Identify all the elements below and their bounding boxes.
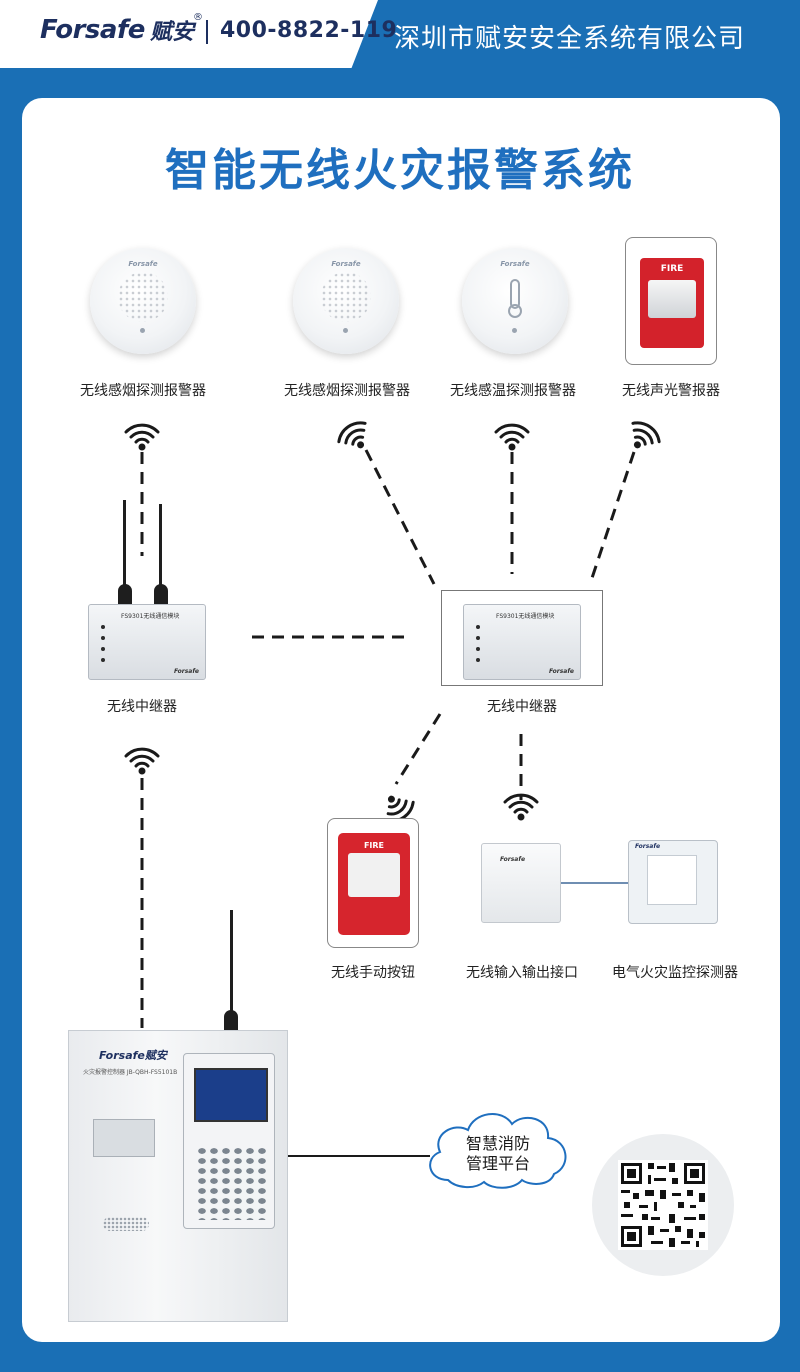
device-brand: Forsafe — [331, 260, 361, 268]
repeater-1-label: 无线中继器 — [107, 699, 177, 715]
antenna-base — [224, 1010, 238, 1032]
panel-brand: Forsafe赋安 — [99, 1049, 167, 1062]
manual-call-point-label: 无线手动按钮 — [331, 965, 415, 981]
indicator-led — [343, 328, 348, 333]
status-leds — [476, 625, 486, 669]
speaker-grille — [103, 1217, 149, 1231]
link-strobe-repeater2 — [588, 451, 636, 585]
fire-alarm-control-panel: Forsafe赋安 火灾报警控制器 JB-QBH-FS5101B — [68, 1030, 288, 1322]
io-interface: Forsafe — [481, 843, 561, 923]
wifi-icon — [124, 747, 160, 775]
fire-text: FIRE — [363, 841, 385, 850]
panel-model: 火灾报警控制器 JB-QBH-FS5101B — [83, 1069, 178, 1076]
logo-tab — [0, 0, 378, 68]
manual-call-point: FIRE — [338, 833, 410, 935]
monitor-screen — [647, 855, 697, 905]
device-brand: Forsafe — [548, 668, 574, 675]
brand-logo: Forsafe — [40, 15, 145, 45]
thermometer-icon — [508, 279, 522, 318]
wifi-icon — [503, 793, 539, 821]
strobe-alarm: FIRE — [640, 258, 704, 348]
strobe-alarm-label: 无线声光警报器 — [622, 383, 720, 399]
repeater-2-label: 无线中继器 — [487, 699, 557, 715]
antenna-base — [118, 584, 132, 606]
printer-slot — [93, 1119, 155, 1157]
divider — [206, 20, 208, 44]
antenna — [230, 910, 233, 1014]
antenna — [159, 504, 162, 590]
vent-holes — [321, 272, 371, 322]
smoke-detector-2: Forsafe — [293, 248, 399, 354]
company-name: 深圳市赋安安全系统有限公司 — [394, 24, 746, 54]
strobe-lens — [648, 280, 696, 318]
wireless-repeater-2: FS9301无线通信模块 Forsafe — [463, 604, 581, 680]
hotline-number: 400-8822-119 — [220, 18, 398, 43]
page-title: 智能无线火灾报警系统 — [165, 145, 635, 196]
registered-mark: ® — [193, 12, 203, 23]
smoke-detector-1-label: 无线感烟探测报警器 — [80, 383, 206, 399]
repeater-model: FS9301无线通信模块 — [121, 613, 180, 620]
keypad — [196, 1146, 266, 1220]
electrical-fire-monitor-label: 电气火灾监控探测器 — [612, 965, 738, 981]
indicator-led — [140, 328, 145, 333]
cloud-line-1: 智慧消防 — [465, 1134, 530, 1153]
fire-text: FIRE — [660, 264, 684, 274]
antenna — [123, 500, 126, 590]
cloud-platform-label: 智慧消防 管理平台 — [418, 1134, 578, 1174]
qr-code[interactable] — [618, 1160, 708, 1250]
header-bar: Forsafe 赋安 ® 400-8822-119 深圳市赋安安全系统有限公司 — [0, 0, 800, 72]
link-repeater2-manual — [394, 713, 442, 785]
status-leds — [101, 625, 111, 669]
wifi-icon — [124, 423, 160, 451]
wifi-icon — [337, 421, 367, 449]
device-brand: Forsafe — [635, 843, 661, 850]
manual-call-point-card: FIRE — [327, 818, 419, 948]
io-interface-label: 无线输入输出接口 — [466, 965, 578, 981]
electrical-fire-monitor: Forsafe — [628, 840, 718, 924]
control-keypad-unit — [183, 1053, 275, 1229]
device-brand: Forsafe — [173, 668, 199, 675]
brand-logo-cn: 赋安 — [150, 20, 195, 45]
heat-detector: Forsafe — [462, 248, 568, 354]
qr-code-icon — [618, 1160, 708, 1250]
vent-holes — [118, 272, 168, 322]
device-brand: Forsafe — [500, 856, 526, 863]
antenna-base — [154, 584, 168, 606]
wifi-icon — [494, 423, 530, 451]
cloud-line-2: 管理平台 — [465, 1154, 530, 1173]
smoke-detector-2-label: 无线感烟探测报警器 — [284, 383, 410, 399]
strobe-alarm-card: FIRE — [625, 237, 717, 365]
cloud-icon — [429, 1112, 567, 1189]
wifi-icon — [631, 421, 661, 449]
smoke-detector-1: Forsafe — [90, 248, 196, 354]
wireless-repeater-1: FS9301无线通信模块 Forsafe — [88, 604, 206, 680]
heat-detector-label: 无线感温探测报警器 — [450, 383, 576, 399]
repeater-model: FS9301无线通信模块 — [496, 613, 555, 620]
indicator-led — [512, 328, 517, 333]
lcd-screen — [194, 1068, 268, 1122]
device-brand: Forsafe — [500, 260, 530, 268]
link-smoke2-repeater2 — [364, 449, 436, 585]
call-point-window — [348, 853, 400, 897]
device-brand: Forsafe — [128, 260, 158, 268]
